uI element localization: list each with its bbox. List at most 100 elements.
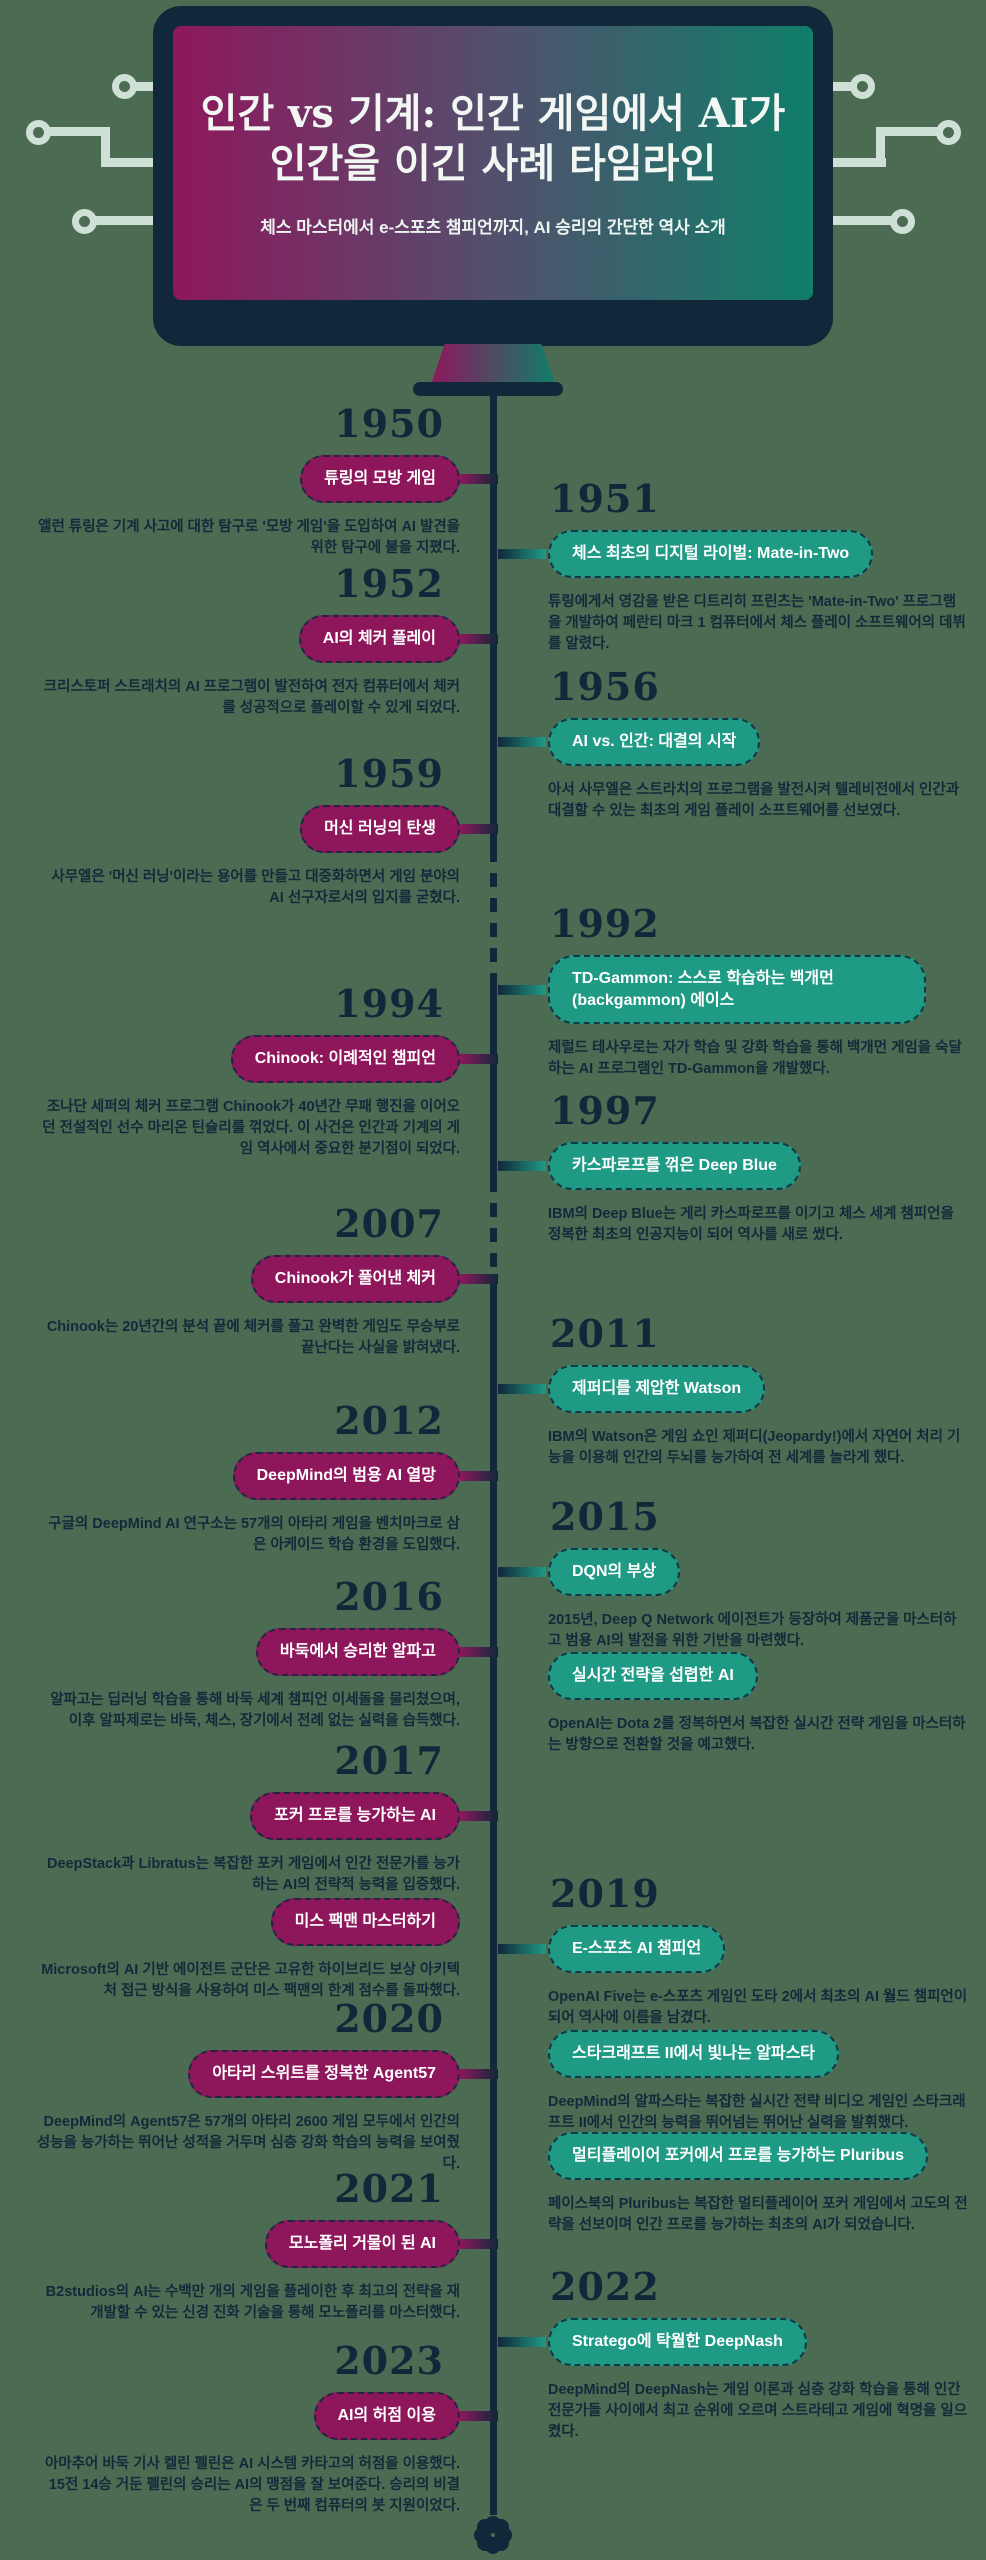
entry-description: B2studios의 AI는 수백만 개의 게임을 플레이한 후 최고의 전략을… bbox=[45, 2283, 460, 2321]
circuit-trace bbox=[101, 158, 156, 167]
entry-description: DeepMind의 알파스타는 복잡한 실시간 전략 비디오 게임인 스타크래프… bbox=[548, 2093, 966, 2131]
entry-description: Microsoft의 AI 기반 에이전트 군단은 고유한 하이브리드 보상 아… bbox=[41, 1961, 460, 1999]
timeline-entry-2020: 2020 아타리 스위트를 정복한 Agent57 DeepMind의 Agen… bbox=[28, 2000, 460, 2175]
entry-description: DeepMind의 Agent57은 57개의 아타리 2600 게임 모두에서… bbox=[36, 2113, 460, 2172]
entry-description: 제럴드 테사우로는 자가 학습 및 강화 학습을 통해 백개먼 게임을 숙달하는… bbox=[548, 1040, 962, 1078]
timeline-entry-pluribus: 멀티플레이어 포커에서 프로를 능가하는 Pluribus 페이스북의 Plur… bbox=[548, 2132, 968, 2236]
entry-year: 2015 bbox=[550, 1494, 660, 1539]
entry-year: 2021 bbox=[334, 2166, 444, 2211]
timeline-entry-1992: 1992 TD-Gammon: 스스로 학습하는 백개먼 (backgammon… bbox=[548, 905, 968, 1081]
entry-badge: Chinook가 풀어낸 체커 bbox=[250, 1255, 460, 1303]
entry-description: Chinook는 20년간의 분석 끝에 체커를 풀고 완벽한 게임도 무승부로… bbox=[46, 1318, 460, 1356]
entry-badge: TD-Gammon: 스스로 학습하는 백개먼 (backgammon) 에이스 bbox=[548, 955, 926, 1025]
timeline-line-solid bbox=[490, 985, 497, 1178]
entry-year: 2022 bbox=[550, 2264, 660, 2309]
circuit-node-icon bbox=[890, 209, 915, 234]
circuit-trace bbox=[876, 127, 885, 167]
timeline-entry-1997: 1997 카스파로프를 꺾은 Deep Blue IBM의 Deep Blue는… bbox=[548, 1092, 968, 1246]
circuit-trace bbox=[94, 216, 156, 225]
entry-year: 1956 bbox=[550, 664, 660, 709]
entry-badge: AI vs. 인간: 대결의 시작 bbox=[548, 718, 761, 766]
circuit-trace bbox=[830, 82, 852, 91]
timeline-entry-2021: 2021 모노폴리 거물이 된 AI B2studios의 AI는 수백만 개의… bbox=[28, 2170, 460, 2324]
timeline-entry-1952: 1952 AI의 체커 플레이 크리스토퍼 스트래치의 AI 프로그램이 발전하… bbox=[28, 565, 460, 719]
timeline-entry-2023: 2023 AI의 허점 이용 아마추어 바둑 기사 켈린 펠린은 AI 시스템 … bbox=[28, 2342, 460, 2517]
timeline-entry-2016: 2016 바둑에서 승리한 알파고 알파고는 딥러닝 학습을 통해 바둑 세계 … bbox=[28, 1578, 460, 1732]
entry-year: 2020 bbox=[334, 1996, 444, 2041]
entry-year: 1951 bbox=[550, 476, 660, 521]
timeline-line-solid bbox=[490, 393, 497, 848]
entry-badge: 체스 최초의 디지털 라이벌: Mate-in-Two bbox=[548, 530, 874, 578]
circuit-node-icon bbox=[936, 120, 961, 145]
entry-badge: 튜링의 모방 게임 bbox=[300, 455, 460, 503]
circuit-trace bbox=[48, 127, 110, 136]
timeline-entry-2011: 2011 제퍼디를 제압한 Watson IBM의 Watson은 게임 쇼인 … bbox=[548, 1315, 968, 1469]
entry-badge: 바둑에서 승리한 알파고 bbox=[255, 1628, 460, 1676]
entry-description: 앨런 튜링은 기계 사고에 대한 탐구로 '모방 게임'을 도입하여 AI 발견… bbox=[38, 518, 460, 556]
entry-year: 2019 bbox=[550, 1871, 660, 1916]
timeline-entry-1959: 1959 머신 러닝의 탄생 사무엘은 '머신 러닝'이라는 용어를 만들고 대… bbox=[28, 755, 460, 909]
circuit-trace bbox=[134, 82, 156, 91]
circuit-trace bbox=[831, 216, 893, 225]
timeline-entry-2007: 2007 Chinook가 풀어낸 체커 Chinook는 20년간의 분석 끝… bbox=[28, 1205, 460, 1359]
timeline-entry-2012: 2012 DeepMind의 범용 AI 열망 구글의 DeepMind AI … bbox=[28, 1402, 460, 1556]
entry-year: 1952 bbox=[334, 561, 444, 606]
entry-year: 1997 bbox=[550, 1088, 660, 1133]
monitor-stand-neck bbox=[431, 344, 555, 384]
entry-badge: Stratego에 탁월한 DeepNash bbox=[548, 2318, 807, 2366]
entry-badge: 실시간 전략을 섭렵한 AI bbox=[548, 1652, 758, 1700]
entry-description: DeepStack과 Libratus는 복잡한 포커 게임에서 인간 전문가를… bbox=[46, 1855, 460, 1893]
entry-description: 사무엘은 '머신 러닝'이라는 용어를 만들고 대중화하면서 게임 분야의 AI… bbox=[51, 868, 460, 906]
entry-description: 구글의 DeepMind AI 연구소는 57개의 아타리 게임을 벤치마크로 … bbox=[48, 1515, 460, 1553]
entry-description: 아마추어 바둑 기사 켈린 펠린은 AI 시스템 카타고의 허점을 이용했다. … bbox=[45, 2455, 460, 2514]
entry-description: DeepMind의 DeepNash는 게임 이론과 심층 강화 학습을 통해 … bbox=[548, 2381, 968, 2440]
circuit-trace bbox=[876, 127, 938, 136]
entry-year: 1992 bbox=[550, 901, 660, 946]
entry-badge: 카스파로프를 꺾은 Deep Blue bbox=[548, 1142, 801, 1190]
timeline-entry-1951: 1951 체스 최초의 디지털 라이벌: Mate-in-Two 튜링에게서 영… bbox=[548, 480, 968, 655]
entry-badge: 제퍼디를 제압한 Watson bbox=[548, 1365, 766, 1413]
entry-year: 2012 bbox=[334, 1398, 444, 1443]
page-subtitle: 체스 마스터에서 e-스포츠 챔피언까지, AI 승리의 간단한 역사 소개 bbox=[260, 217, 726, 237]
timeline-entry-2015: 2015 DQN의 부상 2015년, Deep Q Network 에이전트가… bbox=[548, 1498, 968, 1652]
timeline-line-dashed bbox=[490, 1178, 497, 1288]
timeline-entry-2017: 2017 포커 프로를 능가하는 AI DeepStack과 Libratus는… bbox=[28, 1742, 460, 1896]
timeline-line-solid bbox=[490, 1288, 497, 2515]
entry-year: 2016 bbox=[334, 1574, 444, 1619]
timeline-entry-ms-pacman: 미스 팩맨 마스터하기 Microsoft의 AI 기반 에이전트 군단은 고유… bbox=[28, 1898, 460, 2002]
timeline-entry-2022: 2022 Stratego에 탁월한 DeepNash DeepMind의 De… bbox=[548, 2268, 968, 2443]
circuit-node-icon bbox=[850, 74, 875, 99]
entry-badge: Chinook: 이례적인 챔피언 bbox=[230, 1035, 460, 1083]
circuit-trace bbox=[101, 127, 110, 167]
timeline-entry-alphastar: 스타크래프트 II에서 빛나는 알파스타 DeepMind의 알파스타는 복잡한… bbox=[548, 2030, 968, 2134]
entry-description: 크리스토퍼 스트래치의 AI 프로그램이 발전하여 전자 컴퓨터에서 체커를 성… bbox=[43, 678, 460, 716]
entry-year: 2023 bbox=[334, 2338, 444, 2383]
entry-badge: 모노폴리 거물이 된 AI bbox=[264, 2220, 460, 2268]
entry-year: 1950 bbox=[334, 401, 444, 446]
entry-badge: 멀티플레이어 포커에서 프로를 능가하는 Pluribus bbox=[548, 2132, 929, 2180]
timeline-entry-1956: 1956 AI vs. 인간: 대결의 시작 아서 사무엘은 스트라치의 프로그… bbox=[548, 668, 968, 822]
entry-badge: 포커 프로를 능가하는 AI bbox=[250, 1792, 460, 1840]
monitor-stand-base bbox=[413, 382, 563, 396]
entry-description: 페이스북의 Pluribus는 복잡한 멀티플레이어 포커 게임에서 고도의 전… bbox=[548, 2195, 968, 2233]
entry-badge: DeepMind의 범용 AI 열망 bbox=[232, 1452, 460, 1500]
entry-description: OpenAI Five는 e-스포츠 게임인 도타 2에서 최초의 AI 월드 … bbox=[548, 1988, 968, 2026]
entry-badge: E-스포츠 AI 챔피언 bbox=[548, 1925, 726, 1973]
entry-description: 조나단 세퍼의 체커 프로그램 Chinook가 40년간 무패 행진을 이어오… bbox=[42, 1098, 460, 1157]
entry-year: 1994 bbox=[334, 981, 444, 1026]
entry-badge: AI의 허점 이용 bbox=[313, 2392, 460, 2440]
monitor-screen: 인간 vs 기계: 인간 게임에서 AI가 인간을 이긴 사례 타임라인 체스 … bbox=[173, 26, 813, 300]
circuit-node-icon bbox=[72, 209, 97, 234]
timeline-line-dashed bbox=[490, 848, 497, 985]
entry-badge: 미스 팩맨 마스터하기 bbox=[270, 1898, 460, 1946]
timeline-entry-1950: 1950 튜링의 모방 게임 앨런 튜링은 기계 사고에 대한 탐구로 '모방 … bbox=[28, 405, 460, 559]
entry-badge: DQN의 부상 bbox=[548, 1548, 681, 1596]
entry-description: IBM의 Deep Blue는 게리 카스파로프를 이기고 체스 세계 챔피언을… bbox=[548, 1205, 954, 1243]
circuit-trace bbox=[831, 158, 886, 167]
entry-badge: AI의 체커 플레이 bbox=[298, 615, 460, 663]
timeline-entry-realtime-strategy: 실시간 전략을 섭렵한 AI OpenAI는 Dota 2를 정복하면서 복잡한… bbox=[548, 1652, 968, 1756]
monitor-graphic: 인간 vs 기계: 인간 게임에서 AI가 인간을 이긴 사례 타임라인 체스 … bbox=[153, 6, 833, 346]
timeline-entry-2019: 2019 E-스포츠 AI 챔피언 OpenAI Five는 e-스포츠 게임인… bbox=[548, 1875, 968, 2029]
entry-badge: 아타리 스위트를 정복한 Agent57 bbox=[188, 2050, 460, 2098]
